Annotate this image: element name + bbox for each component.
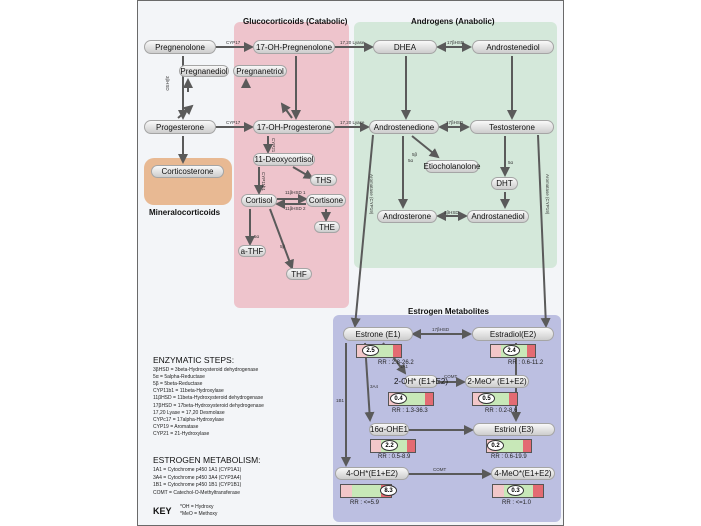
androgens-title: Androgens (Anabolic) <box>411 17 495 26</box>
enzymatic-steps-title: ENZYMATIC STEPS: <box>153 355 235 365</box>
edge-label-5b-cortisol: 5β <box>280 244 286 249</box>
edge-label-cyp17-top: CYP17 <box>226 40 241 45</box>
edge-label-cyp17-mid: CYP17 <box>226 120 241 125</box>
mineralocorticoids-title: Mineralocorticoids <box>149 208 221 217</box>
cortisol-node: Cortisol <box>241 194 277 207</box>
17oh-pregnenolone-node: 17-OH-Pregnenolone <box>253 40 335 54</box>
gauge-marker-16a-ohe1: 2.2 <box>381 440 398 451</box>
key-line-methoxy: *MeO = Methoxy <box>180 511 218 517</box>
estrogen-metabolism-title: ESTROGEN METABOLISM: <box>153 455 261 465</box>
gauge-marker-2meo: 0.5 <box>478 393 495 404</box>
cortisone-node: Cortisone <box>306 194 346 207</box>
edge-label-11bhsd-1: 11βHSD 1 <box>285 190 306 195</box>
enzymatic-step-line: CYPc17 = 17alpha-Hydroxylase <box>153 416 225 423</box>
enzymatic-step-line: 17βHSD = 17beta-Hydroxysteroid dehydroge… <box>153 402 264 409</box>
edge-label-5a-cortisol: 5α <box>254 234 260 239</box>
enzymatic-step-line: CYP19 = Aromatase <box>153 423 199 430</box>
thf-node: THF <box>286 268 312 280</box>
rr-4meo: RR : <=1.0 <box>502 500 532 506</box>
edge-label-cyp21: CYP21 <box>271 138 276 153</box>
edge-label-5a: 5α <box>408 158 414 163</box>
17oh-progesterone-node: 17-OH-Progesterone <box>253 120 335 134</box>
rr-estradiol: RR : 0.6-11.2 <box>508 360 544 366</box>
estradiol-node: Estradiol(E2) <box>472 327 554 341</box>
androgens-region <box>354 22 557 268</box>
ths-node: THS <box>310 174 337 186</box>
progesterone-node: Progesterone <box>144 120 216 134</box>
the-node: THE <box>314 221 340 233</box>
edge-label-comt-mid: COMT <box>444 374 458 379</box>
glucocorticoids-title: Glucocorticoids (Catabolic) <box>243 17 348 26</box>
etiocholanolone-node: Etiocholanolone <box>423 160 481 173</box>
rr-2oh: RR : 1.3-36.3 <box>392 408 428 414</box>
edge-label-17bhsd-estrogen: 17βHSD <box>432 327 450 332</box>
11-deoxycortisol-node: 11-Deoxycortisol <box>253 153 315 166</box>
gauge-marker-4oh: 8.3 <box>380 485 397 496</box>
estrone-node: Estrone (E1) <box>343 327 413 341</box>
a-thf-node: a-THF <box>238 245 266 257</box>
rr-2meo: RR : 0.2-8.6 <box>485 408 518 414</box>
edge-label-aromatase-left: Aromatase (CYP19) <box>369 174 374 215</box>
gauge-marker-2oh: 0.4 <box>390 393 407 404</box>
edge-label-17bhsd-mid: 17βHSD <box>446 120 464 125</box>
androstanediol-node: Androstanediol <box>467 210 529 223</box>
rr-estriol: RR : 0.6-19.9 <box>491 454 527 460</box>
edge-label-3bhsd-androgens: 3βHSD <box>444 210 459 215</box>
gauge-marker-estradiol: 2.4 <box>503 345 520 356</box>
2-meo-node: 2-MeO* (E1+E2) <box>465 375 529 388</box>
edge-label-5b: 5β <box>412 152 418 157</box>
enzymatic-step-line: 17,20 Lyase = 17,20 Desmolase <box>153 409 225 416</box>
dht-node: DHT <box>491 177 518 190</box>
enzymatic-step-line: CYP11b1 = 11beta-Hydroxylase <box>153 388 224 395</box>
corticosterone-node: Corticosterone <box>151 165 224 178</box>
gauge-marker-estriol: 0.2 <box>487 440 504 451</box>
estrogen-metabolism-line: 1B1 = Cytochrome p450 1B1 (CYP1B1) <box>153 482 242 489</box>
4-meo-node: 4-MeO*(E1+E2) <box>491 467 555 480</box>
estriol-node: Estriol (E3) <box>473 423 555 436</box>
androstenedione-node: Androstenedione <box>369 120 439 134</box>
pregnanetriol-node: Pregnanetriol <box>233 65 287 77</box>
androstenediol-node: Androstenediol <box>472 40 554 54</box>
enzymatic-step-line: 3βHSD = 3beta-Hydroxysteroid dehydrogena… <box>153 367 259 373</box>
edge-label-lyase-mid: 17,20 Lyase <box>340 120 365 125</box>
estrogen-metabolism-line: COMT = Catechol-O-Methyltransferase <box>153 489 241 496</box>
edge-label-3bhsd-left: 3βHSD <box>165 76 170 91</box>
rr-16a-ohe1: RR : 0.5-8.9 <box>378 454 411 460</box>
edge-label-5a-dht: 5α <box>508 160 514 165</box>
edge-label-aromatase-right: Aromatase (CYP19) <box>545 174 550 215</box>
dhea-node: DHEA <box>373 40 437 54</box>
pregnenolone-node: Pregnenolone <box>144 40 216 54</box>
estrogen-metabolism-line: 3A4 = Cytochrome p450 3A4 (CYP3A4) <box>153 474 242 481</box>
androsterone-node: Androsterone <box>377 210 437 223</box>
enzymatic-step-line: 5α = 5alpha-Reductase <box>153 374 205 381</box>
rr-4oh: RR : <=5.9 <box>350 500 380 506</box>
pregnanediol-node: Pregnanediol <box>179 65 229 77</box>
edge-label-17bhsd-top: 17βHSD <box>447 40 465 45</box>
key-line-hydroxy: *OH = Hydroxy <box>180 504 214 510</box>
edge-label-3a4: 3A4 <box>370 384 379 389</box>
key-title: KEY <box>153 506 172 516</box>
gauge-marker-estrone: 2.5 <box>362 345 379 356</box>
testosterone-node: Testosterone <box>470 120 554 134</box>
enzymatic-step-line: CYP21 = 21-Hydroxylase <box>153 430 210 437</box>
edge-label-comt-bottom: COMT <box>433 467 447 472</box>
rr-estrone: RR : 2.8-26.2 <box>378 360 414 366</box>
edge-label-lyase-top: 17,20 Lyase <box>340 40 365 45</box>
4-oh-node: 4-OH*(E1+E2) <box>335 467 409 480</box>
estrogen-metabolism-line: 1A1 = Cytochrome p450 1A1 (CYP1A1) <box>153 467 242 473</box>
enzymatic-step-line: 5β = 5beta-Reductase <box>153 381 203 388</box>
enzymatic-step-line: 11βHSD = 11beta-Hydroxysteroid dehydroge… <box>153 395 264 402</box>
edge-label-1b1: 1B1 <box>336 398 345 403</box>
edge-label-cyp11b1: CYP11b1 <box>261 172 266 191</box>
edge-label-11bhsd-2: 11βHSD 2 <box>285 206 306 211</box>
gauge-marker-4meo: 0.3 <box>507 485 524 496</box>
16a-ohe1-node: 16α-OHE1 <box>369 423 409 436</box>
edge-label-1a1: 1A1 <box>400 364 409 369</box>
estrogen-metabolites-title: Estrogen Metabolites <box>408 307 489 316</box>
2-oh-node: 2-OH* (E1+E2) <box>393 375 449 388</box>
